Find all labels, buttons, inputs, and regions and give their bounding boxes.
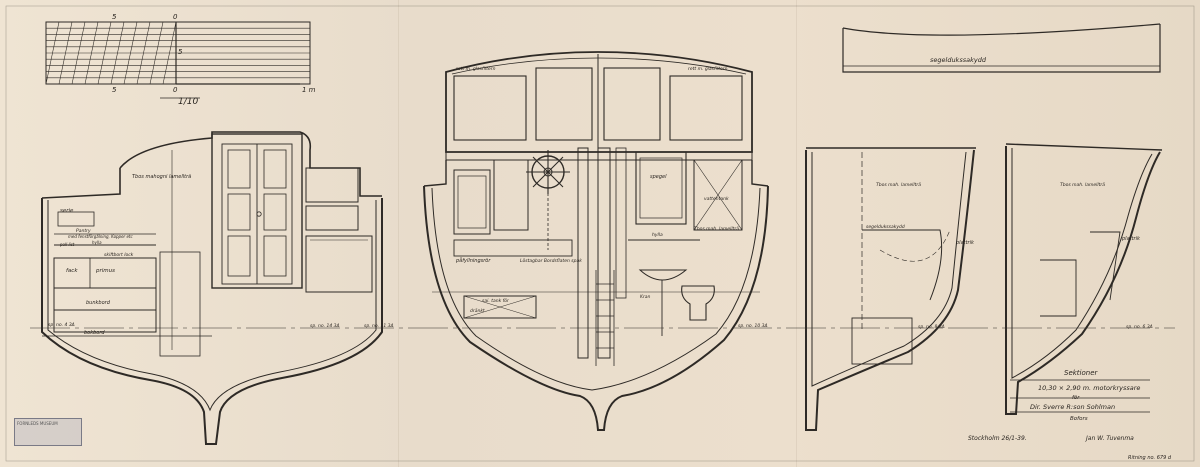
sec-a-hylla: hylla	[92, 240, 102, 245]
scale-five-right: 5	[178, 48, 183, 56]
sec-b-lostagbar: Löstagbar Bordsflaten spak	[520, 258, 582, 264]
scale-unit: 1 m	[302, 86, 316, 94]
canopy-detail: segeldukssakydd	[842, 23, 1161, 73]
paper-fold	[398, 0, 399, 467]
sec-a-frame-right: sp. no. 14 3Δ	[310, 323, 340, 329]
section-b: rett m. glasfiltern rett m. glasfiltern …	[364, 51, 769, 431]
sec-a-bunker: bunkbord	[86, 300, 111, 306]
museum-stamp: FORNLEDS MUSEUM	[14, 418, 82, 446]
scale-five-bottom: 5	[112, 86, 117, 94]
title-place: Bofors	[1070, 416, 1088, 422]
sec-b-kran: Kran	[640, 294, 651, 300]
steering-wheel-icon	[526, 150, 570, 194]
sec-c-top: Tbos mah. lamellträ	[876, 182, 921, 188]
sec-b-frame-left: sp. no. 11 3Δ	[364, 323, 394, 329]
title-signature: Jan W. Tuvenma	[1085, 435, 1134, 442]
sec-a-bottom: bokbord	[84, 330, 105, 336]
stamp-text: FORNLEDS MUSEUM	[17, 421, 58, 426]
scale-zero-top: 0	[173, 13, 178, 21]
sec-b-roof-left: rett m. glasfiltern	[456, 66, 496, 72]
sec-a-heat: med fenstförgålning, Kopper etc	[68, 234, 134, 239]
sec-a-serie: serie	[60, 208, 74, 214]
sec-b-vattentank: vattentank	[704, 196, 729, 202]
canopy-label: segeldukssakydd	[930, 56, 987, 64]
sec-b-tank: sai. tank för	[482, 298, 510, 304]
sec-b-roof-right: rett m. glasfiltern	[688, 66, 728, 72]
sec-a-primus: primus	[95, 268, 115, 274]
sec-a-top-label: Tbos mahogni lamellträ	[132, 174, 191, 180]
sec-a-pall-list: pall list	[59, 242, 75, 247]
title-sektioner: Sektioner	[1064, 369, 1099, 377]
scale-five-top: 5	[112, 13, 117, 21]
sec-d-frame: sp. no. 6 3Δ	[1126, 324, 1153, 330]
sec-d-top: Tbos mah. lamellträ	[1060, 182, 1105, 188]
sec-b-spegel: spegel	[650, 174, 667, 180]
title-drawing-no: Ritning no. 679 d	[1128, 455, 1172, 461]
section-d: Tbos mah. lamellträ plattrik sp. no. 6 3…	[1005, 143, 1163, 415]
sec-c-seagull: segeldukssakydd	[866, 224, 905, 230]
sec-d-platte: plattrik	[1121, 236, 1141, 242]
paper-fold	[796, 0, 797, 467]
sheet-border	[5, 5, 1195, 462]
title-owner: Dir. Sverre R:son Sohlman	[1030, 403, 1115, 411]
sec-c-platte: plattrik	[955, 240, 975, 246]
scale-zero-bottom: 0	[173, 86, 178, 94]
scale-ratio: 1/10	[178, 97, 198, 107]
sec-b-hylla: hylla	[652, 232, 663, 238]
title-date: Stockholm 26/1-39.	[968, 435, 1027, 442]
section-a: Tbos mahogni lamellträ serie Pantry med …	[30, 131, 1175, 445]
scale-bar: 5 0 5 5 0 1 m 1/10	[45, 13, 316, 107]
sec-b-lamell: Tbos mah. lamellträ	[694, 226, 739, 232]
sec-c-frame: sp. no. 8 3Δ	[918, 324, 945, 330]
title-block: Sektioner 10,30 × 2,90 m. motorkryssare …	[968, 369, 1172, 461]
sec-a-pantry: Pantry	[76, 228, 91, 234]
sec-a-frame-left: sp. no. 4 3Δ	[48, 322, 75, 328]
title-for: för	[1072, 395, 1080, 401]
sec-b-drank: dränkt	[470, 308, 485, 314]
sec-a-skiftlock: skiftbort lock	[104, 252, 134, 258]
sec-a-fack: fack	[66, 268, 78, 274]
sec-b-pafyllning: påfyllningsrör	[455, 257, 491, 264]
title-boat: 10,30 × 2,90 m. motorkryssare	[1038, 384, 1140, 392]
section-c: Tbos mah. lamellträ segeldukssakydd plat…	[805, 147, 976, 431]
sec-b-frame-right: sp. no. 10 3Δ	[738, 323, 768, 329]
